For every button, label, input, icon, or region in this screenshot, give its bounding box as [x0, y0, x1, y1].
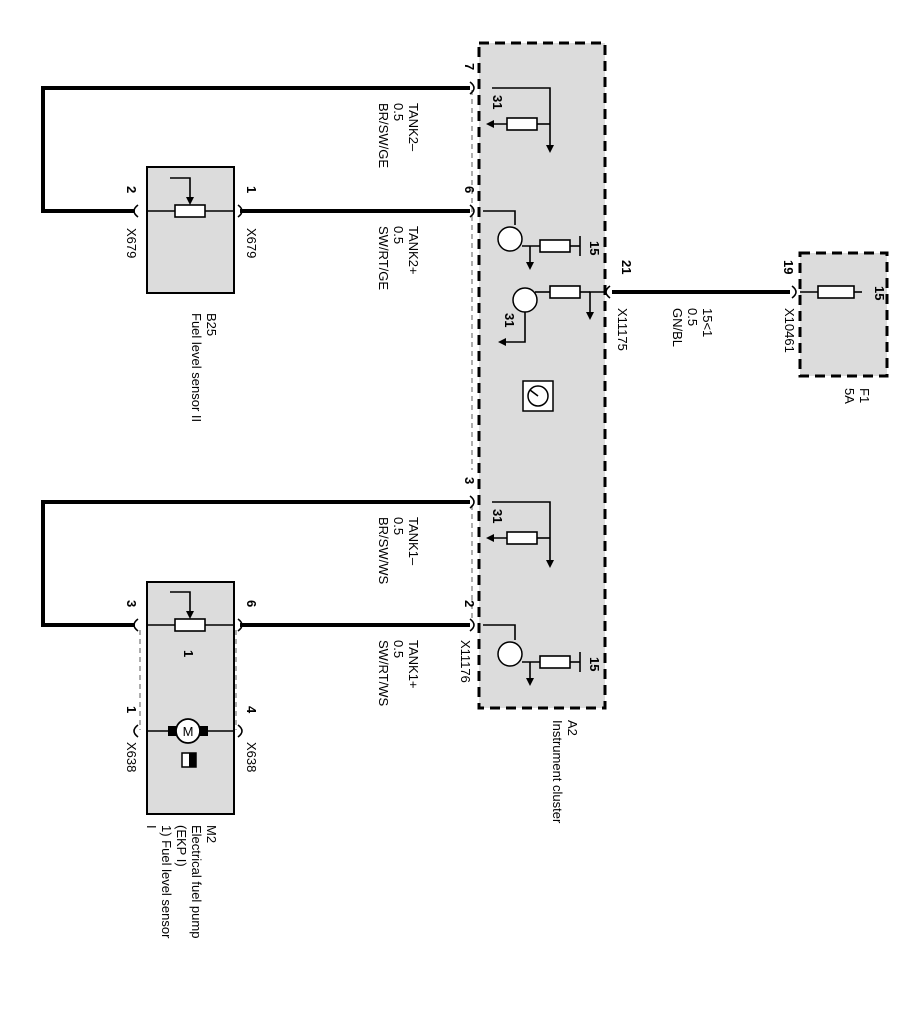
pin-31-b: 31	[502, 313, 517, 327]
m2-line1: Electrical fuel pump	[189, 825, 204, 938]
pin-a2-6: 6	[462, 186, 477, 193]
wire-supply-gauge: 0.5	[685, 308, 700, 326]
wire-tank2-plus-name: TANK2+	[406, 226, 421, 275]
pin-m2-6: 6	[244, 600, 259, 607]
m2-potentiometer	[147, 591, 234, 632]
pin-a2-2: 2	[462, 600, 477, 607]
fuse-f1-symbol	[800, 285, 862, 299]
connector-x10461: X10461	[782, 308, 797, 353]
pin-a2-3: 3	[462, 477, 477, 484]
pump-icon	[181, 752, 197, 768]
a2-tank1-plus-circuit	[483, 624, 581, 686]
wire-supply-color: GN/BL	[670, 308, 685, 347]
wire-tank1-minus-gauge: 0.5	[391, 517, 406, 535]
pin-m2-4: 4	[244, 706, 259, 714]
pin-15-a: 15	[587, 241, 602, 255]
m2-line4: I	[144, 825, 159, 829]
pin-f1-19: 19	[781, 260, 796, 274]
fuel-gauge-icon	[522, 380, 554, 412]
wire-tank2-minus-color: BR/SW/GE	[376, 103, 391, 168]
a2-id: A2	[565, 720, 580, 736]
a2-tank2-plus-circuit	[483, 210, 581, 270]
motor-symbol: M	[183, 724, 194, 739]
a2-tank1-minus-circuit	[486, 501, 554, 568]
connector-x11175: X11175	[615, 308, 630, 351]
f1-id: F1	[857, 388, 872, 403]
wire-supply-name: 15<1	[700, 308, 715, 337]
pin-a2-7: 7	[462, 63, 477, 70]
pin-b25-1: 1	[244, 186, 259, 193]
f1-rating: 5A	[842, 388, 857, 404]
a2-name: Instrument cluster	[550, 720, 565, 824]
wire-tank1-plus-color: SW/RT/WS	[376, 640, 391, 707]
a2-tank2-minus-circuit	[486, 87, 554, 153]
wire-tank2-plus-gauge: 0.5	[391, 226, 406, 244]
connector-x638-left: X638	[124, 742, 139, 772]
m2-line3: 1) Fuel level sensor	[159, 825, 174, 939]
pin-b25-2: 2	[124, 186, 139, 193]
pin-f1-15: 15	[872, 286, 887, 300]
wire-tank2-minus-gauge: 0.5	[391, 103, 406, 121]
connector-x638-right: X638	[244, 742, 259, 772]
wire-tank2-plus-color: SW/RT/GE	[376, 226, 391, 290]
m2-motor	[147, 718, 234, 744]
pin-31-c: 31	[490, 509, 505, 523]
connector-x11176: X11176	[458, 640, 473, 683]
connector-x679-right: X679	[244, 228, 259, 258]
wire-tank1-minus-color: BR/SW/WS	[376, 517, 391, 584]
wire-tank1-plus-name: TANK1+	[406, 640, 421, 689]
pin-hooks	[133, 81, 797, 738]
wire-tank1-minus	[41, 500, 470, 627]
pin-31-a: 31	[490, 95, 505, 109]
pin-a2-21: 21	[619, 260, 634, 274]
fuse-box	[798, 251, 889, 378]
m2-inner-mark: 1	[181, 650, 196, 657]
b25-name: Fuel level sensor II	[189, 313, 204, 422]
wire-tank1-minus-name: TANK1–	[406, 517, 421, 566]
a2-supply-circuit	[498, 285, 605, 346]
wire-tank2-minus	[41, 86, 470, 213]
pin-15-b: 15	[587, 657, 602, 671]
b25-potentiometer	[147, 177, 234, 218]
m2-line2: (EKP I)	[174, 825, 189, 867]
wire-tank2-minus-name: TANK2–	[406, 103, 421, 152]
pin-m2-3: 3	[124, 600, 139, 607]
pin-m2-1: 1	[124, 706, 139, 713]
instrument-cluster-box	[477, 41, 607, 710]
m2-id: M2	[204, 825, 219, 843]
wire-tank1-plus-gauge: 0.5	[391, 640, 406, 658]
b25-id: B25	[204, 313, 219, 336]
connector-x679-left: X679	[124, 228, 139, 258]
